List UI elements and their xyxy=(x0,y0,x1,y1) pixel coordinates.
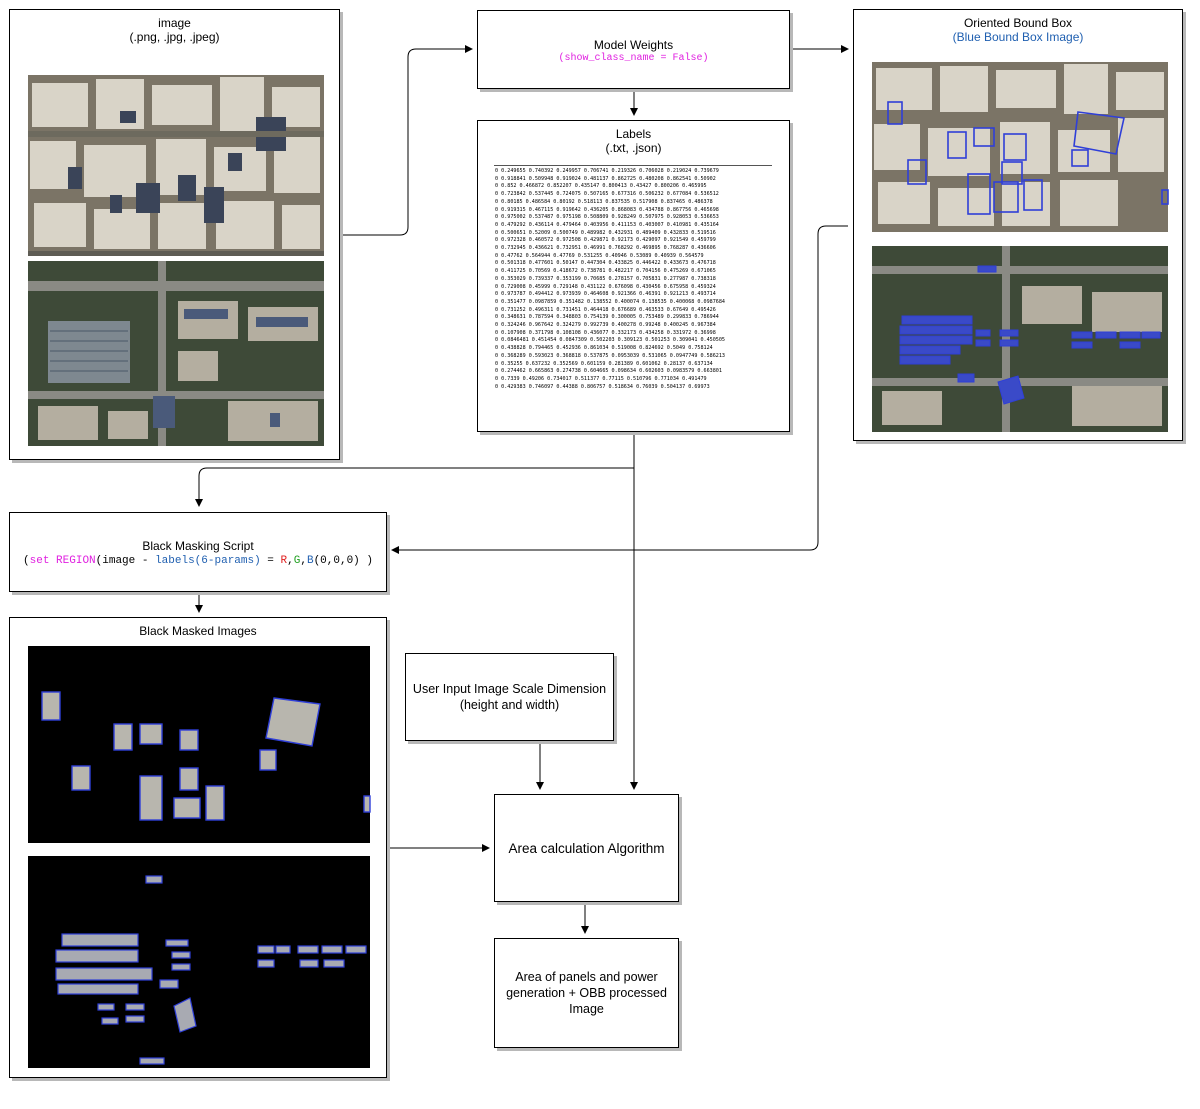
labels-box: Labels (.txt, .json) 0 0.249655 0.740392… xyxy=(477,120,790,432)
scale-input-box: User Input Image Scale Dimension (height… xyxy=(405,653,614,741)
area-algorithm-box: Area calculation Algorithm xyxy=(494,794,679,902)
label-row: 0 0.732945 0.436621 0.732951 0.46991 0.7… xyxy=(495,245,716,252)
arrow-image-to-weights xyxy=(340,45,473,236)
obb-subtitle: (Blue Bound Box Image) xyxy=(952,30,1084,44)
label-row: 0 0.351477 0.0987859 0.351482 0.138552 0… xyxy=(495,298,726,305)
masking-script-box: Black Masking Script (set REGION(image -… xyxy=(9,512,387,592)
input-image-title: image xyxy=(158,16,191,30)
output-box: Area of panels and power generation + OB… xyxy=(494,938,679,1048)
label-row: 0 0.723842 0.537445 0.724075 0.507165 0.… xyxy=(495,191,719,198)
label-row: 0 0.7339 0.49206 0.734017 0.511377 0.771… xyxy=(495,375,707,382)
label-row: 0 0.479292 0.436114 0.479464 0.403956 0.… xyxy=(495,221,719,228)
masked-image-industrial xyxy=(28,856,370,1068)
labels-subtitle: (.txt, .json) xyxy=(605,141,662,155)
masked-image-residential xyxy=(28,646,371,843)
obb-title: Oriented Bound Box xyxy=(963,16,1073,30)
label-row: 0 0.500651 0.52009 0.500749 0.489982 0.4… xyxy=(495,229,716,236)
label-row: 0 0.274462 0.665863 0.274738 0.604665 0.… xyxy=(495,368,722,375)
model-weights-box: Model Weights (show_class_name = False) xyxy=(477,10,790,89)
code-set: set xyxy=(29,555,50,567)
label-row: 0 0.972328 0.460572 0.972508 0.429871 0.… xyxy=(495,237,716,244)
label-row: 0 0.918841 0.509948 0.919024 0.481137 0.… xyxy=(495,175,716,182)
code-eq: = xyxy=(260,555,281,567)
masked-images-title: Black Masked Images xyxy=(139,624,257,638)
input-image-subtitle: (.png, .jpg, .jpeg) xyxy=(129,30,220,44)
code-r: R xyxy=(280,555,288,567)
code-labels: labels(6-params) xyxy=(155,555,261,567)
code-g: G xyxy=(293,555,301,567)
code-open: ( xyxy=(23,555,30,567)
label-row: 0 0.35255 0.637232 0.352569 0.601159 0.2… xyxy=(495,360,713,367)
label-row: 0 0.249655 0.740392 0.249957 0.706741 0.… xyxy=(495,168,719,174)
code-comma: , xyxy=(287,555,294,567)
masking-script-title: Black Masking Script xyxy=(142,539,254,553)
label-row: 0 0.731252 0.496311 0.731451 0.464418 0.… xyxy=(495,306,716,313)
obb-image-residential xyxy=(872,62,1169,232)
code-region: REGION xyxy=(56,555,96,567)
code-p1: (image - xyxy=(95,555,156,567)
label-row: 0 0.324246 0.967642 0.324279 0.992739 0.… xyxy=(495,322,716,329)
scale-input-line1: User Input Image Scale Dimension xyxy=(412,682,607,696)
arrow-obb-to-masking xyxy=(391,225,848,554)
label-row: 0 0.80185 0.486584 0.80192 0.518113 0.83… xyxy=(495,198,713,205)
label-row: 0 0.852 0.466872 0.852207 0.435147 0.800… xyxy=(495,183,707,190)
label-row: 0 0.47762 0.564944 0.47769 0.531255 0.40… xyxy=(495,252,704,259)
label-row: 0 0.501318 0.477601 0.50147 0.447304 0.4… xyxy=(495,260,716,267)
labels-file-content: 0 0.249655 0.740392 0.249957 0.706741 0.… xyxy=(495,168,785,391)
code-b: B xyxy=(306,555,314,567)
label-row: 0 0.438828 0.794465 0.452936 0.861034 0.… xyxy=(495,345,713,352)
obb-image-industrial xyxy=(872,246,1168,432)
labels-divider xyxy=(494,165,772,166)
obb-box: Oriented Bound Box (Blue Bound Box Image… xyxy=(853,9,1183,441)
label-row: 0 0.919315 0.467115 0.919642 0.436205 0.… xyxy=(495,206,719,213)
label-row: 0 0.429383 0.746097 0.44388 0.806757 0.5… xyxy=(495,383,710,390)
label-row: 0 0.975002 0.537487 0.975198 0.508809 0.… xyxy=(495,214,719,221)
code-tail: (0,0,0) ) xyxy=(313,555,373,567)
label-row: 0 0.368289 0.593023 0.368818 0.537875 0.… xyxy=(495,352,726,359)
label-row: 0 0.0846481 0.451454 0.0847309 0.502203 … xyxy=(495,337,726,344)
label-row: 0 0.353029 0.739337 0.353199 0.70685 0.2… xyxy=(495,275,716,282)
output-label: Area of panels and power generation + OB… xyxy=(506,970,667,1016)
scale-input-line2: (height and width) xyxy=(459,698,560,712)
model-weights-param: (show_class_name = False) xyxy=(558,53,709,64)
label-row: 0 0.348631 0.787594 0.348803 0.754139 0.… xyxy=(495,314,719,321)
labels-title: Labels xyxy=(615,127,652,141)
model-weights-title: Model Weights xyxy=(593,38,674,52)
label-row: 0 0.973787 0.494412 0.973939 0.464608 0.… xyxy=(495,291,716,298)
masked-images-box: Black Masked Images xyxy=(9,617,387,1078)
code-comma: , xyxy=(300,555,307,567)
satellite-image-residential xyxy=(28,75,324,256)
area-algorithm-label: Area calculation Algorithm xyxy=(508,840,665,856)
arrow-labels-to-masking xyxy=(195,432,635,507)
input-image-box: image (.png, .jpg, .jpeg) xyxy=(9,9,340,460)
satellite-image-industrial xyxy=(28,261,324,446)
masking-script-code: (set REGION(image - labels(6-params) = R… xyxy=(10,554,386,568)
label-row: 0 0.107908 0.371798 0.108108 0.436077 0.… xyxy=(495,329,716,336)
label-row: 0 0.729008 0.45999 0.729148 0.431122 0.6… xyxy=(495,283,716,290)
label-row: 0 0.411725 0.70569 0.418672 0.738781 0.4… xyxy=(495,268,716,275)
